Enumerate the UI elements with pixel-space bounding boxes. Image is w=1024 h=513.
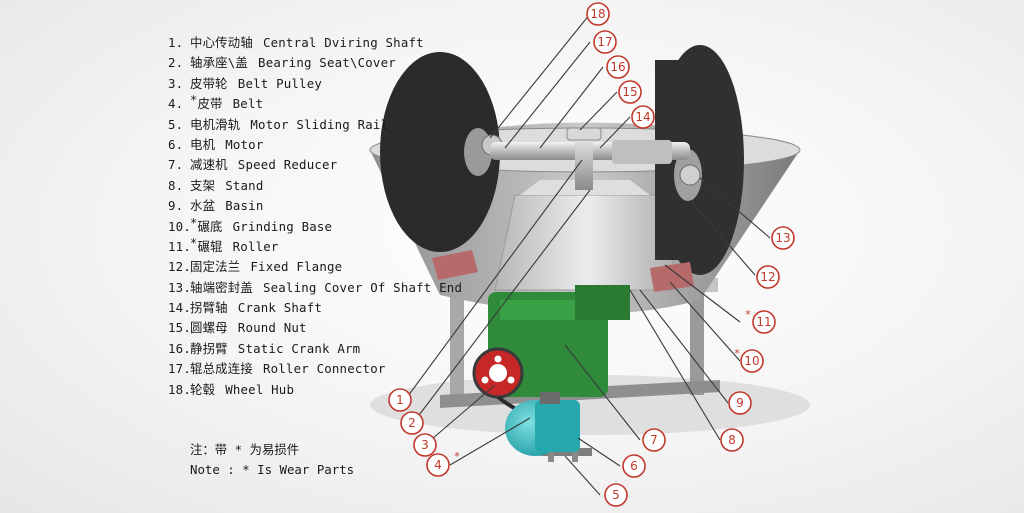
callout-5: 5 (605, 484, 627, 506)
callout-7: 7 (643, 429, 665, 451)
callout-15: 15 (619, 81, 641, 103)
svg-text:11: 11 (756, 315, 771, 329)
svg-text:10: 10 (744, 354, 759, 368)
svg-text:7: 7 (650, 433, 658, 447)
svg-text:9: 9 (736, 396, 744, 410)
svg-text:15: 15 (622, 85, 637, 99)
svg-text:14: 14 (635, 110, 650, 124)
svg-text:4: 4 (434, 458, 442, 472)
svg-text:2: 2 (408, 416, 416, 430)
note-english: Note : * Is Wear Parts (190, 460, 354, 480)
svg-text:13: 13 (775, 231, 790, 245)
svg-text:*: * (745, 308, 751, 321)
svg-text:12: 12 (760, 270, 775, 284)
svg-text:5: 5 (612, 488, 620, 502)
callout-18: 18 (587, 3, 609, 25)
svg-text:3: 3 (421, 438, 429, 452)
callout-2: 2 (401, 412, 423, 434)
callout-11: 11 * (745, 308, 775, 333)
wear-parts-note: 注：带 * 为易损件 Note : * Is Wear Parts (190, 440, 354, 480)
callout-6: 6 (623, 455, 645, 477)
svg-text:8: 8 (728, 433, 736, 447)
note-chinese: 注：带 * 为易损件 (190, 440, 354, 460)
callout-8: 8 (721, 429, 743, 451)
svg-text:18: 18 (590, 7, 605, 21)
callout-9: 9 (729, 392, 751, 414)
svg-text:*: * (734, 347, 740, 360)
belt-pulley (474, 349, 522, 397)
svg-text:*: * (454, 450, 460, 463)
svg-text:16: 16 (610, 60, 625, 74)
callout-14: 14 (632, 106, 654, 128)
callout-13: 13 (772, 227, 794, 249)
svg-text:6: 6 (630, 459, 638, 473)
callout-12: 12 (757, 266, 779, 288)
callout-3: 3 (414, 434, 436, 456)
callout-17: 17 (594, 31, 616, 53)
svg-text:17: 17 (597, 35, 612, 49)
callout-16: 16 (607, 56, 629, 78)
callout-10: 10 * (734, 347, 763, 372)
